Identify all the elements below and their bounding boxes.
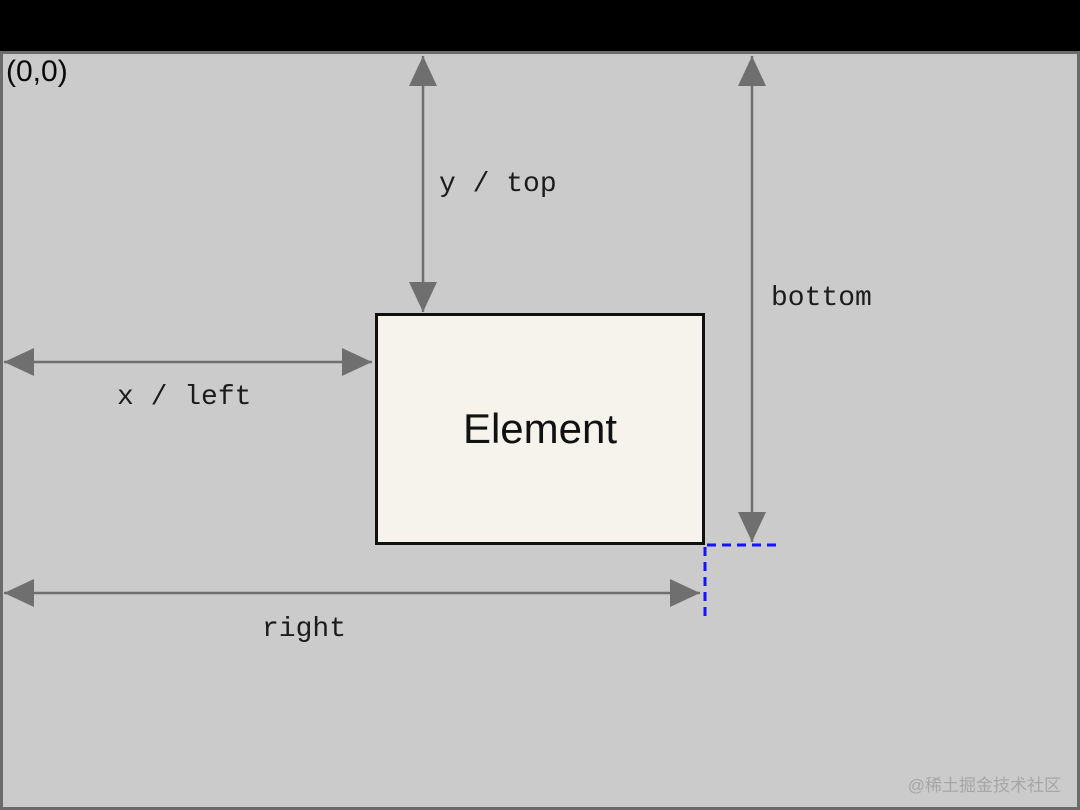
bottom-label: bottom bbox=[771, 283, 872, 314]
origin-coordinates-label: (0,0) bbox=[6, 55, 68, 88]
x-left-label: x / left bbox=[117, 382, 252, 413]
y-top-label: y / top bbox=[439, 169, 557, 200]
watermark-text: @稀土掘金技术社区 bbox=[907, 776, 1061, 795]
right-label: right bbox=[262, 614, 347, 645]
top-letterbox-bar bbox=[0, 0, 1080, 51]
element-box: Element bbox=[375, 313, 705, 545]
element-box-label: Element bbox=[462, 405, 618, 452]
